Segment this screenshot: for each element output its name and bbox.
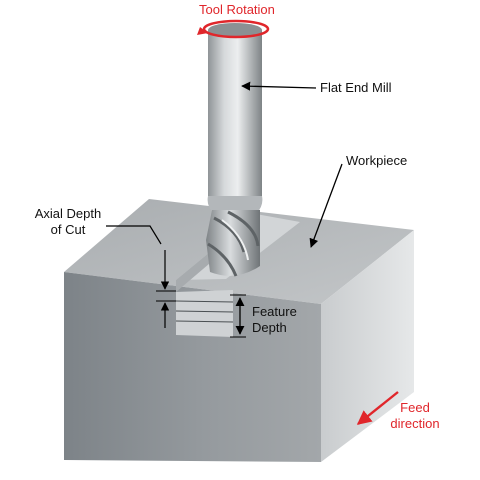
workpiece-label: Workpiece	[346, 153, 408, 168]
flat-end-mill-leader	[241, 81, 317, 91]
workpiece-leader	[309, 163, 343, 248]
workpiece-side-face	[321, 230, 414, 462]
feature-depth-label: Feature Depth	[252, 304, 297, 336]
tool-flute-3	[207, 242, 238, 277]
axial-depth-label: Axial Depth of Cut	[30, 206, 106, 238]
end-mill-tool	[206, 23, 263, 277]
tool-fluted-section	[206, 210, 260, 276]
feed-direction-arrow	[356, 391, 399, 425]
flat-end-mill-label: Flat End Mill	[320, 80, 392, 95]
feed-direction-label: Feed direction	[384, 400, 446, 432]
feed-direction-label-line1: Feed	[400, 400, 430, 415]
tool-flute-1	[213, 216, 246, 253]
rotation-arrowhead	[197, 27, 208, 35]
tool-neck	[207, 196, 263, 214]
tool-top-face	[208, 23, 262, 37]
tool-rotation-label: Tool Rotation	[199, 2, 275, 17]
rotation-ring	[202, 19, 270, 39]
feature-depth-label-line1: Feature	[252, 304, 297, 319]
axial-depth-leader	[106, 225, 162, 245]
axial-depth-label-line2: of Cut	[50, 222, 86, 237]
feature-depth-label-line2: Depth	[252, 320, 287, 335]
tool-shank	[208, 30, 262, 198]
slot-end-wall	[176, 290, 233, 337]
feature-depth-dimension	[230, 294, 246, 338]
tool-flute-2	[227, 210, 260, 247]
workpiece-front-face	[64, 272, 321, 462]
axial-depth-dimension	[156, 250, 176, 328]
workpiece-block	[64, 199, 414, 462]
axial-depth-label-line1: Axial Depth	[34, 206, 102, 221]
feed-direction-label-line2: direction	[390, 416, 440, 431]
tool-flute-highlight	[221, 219, 249, 261]
